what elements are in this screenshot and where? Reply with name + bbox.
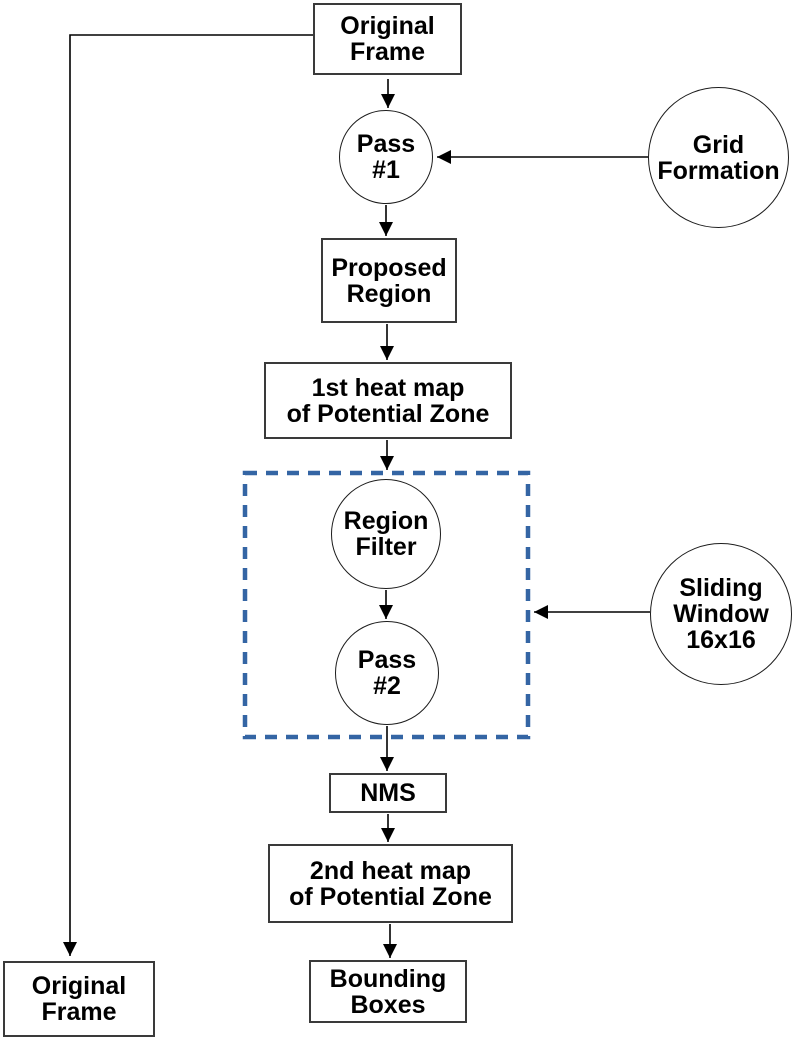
arrow-original-frame-bypass [63, 34, 315, 956]
node-heatmap-2: 2nd heat map of Potential Zone [268, 844, 513, 923]
node-original-frame-bottom-label: Original Frame [31, 972, 127, 1026]
node-pass-2-label: Pass #2 [357, 646, 417, 700]
node-heatmap-2-label: 2nd heat map of Potential Zone [289, 856, 492, 911]
node-proposed-region: Proposed Region [321, 238, 457, 323]
node-nms: NMS [329, 773, 447, 813]
node-heatmap-1-label: 1st heat map of Potential Zone [286, 373, 490, 428]
node-sliding-window-label: Sliding Window 16x16 [673, 574, 769, 654]
node-pass-1: Pass #1 [339, 110, 433, 204]
node-heatmap-1: 1st heat map of Potential Zone [264, 362, 512, 439]
node-grid-formation-label: Grid Formation [657, 130, 780, 185]
node-original-frame-top: Original Frame [313, 3, 462, 75]
node-region-filter: Region Filter [331, 479, 441, 589]
node-bounding-boxes: Bounding Boxes [309, 960, 467, 1023]
node-original-frame-top-label: Original Frame [340, 12, 435, 66]
node-pass-1-label: Pass #1 [356, 130, 416, 184]
node-region-filter-label: Region Filter [343, 507, 429, 561]
node-bounding-boxes-label: Bounding Boxes [329, 964, 447, 1019]
node-proposed-region-label: Proposed Region [331, 253, 447, 308]
node-nms-label: NMS [360, 779, 416, 807]
node-grid-formation: Grid Formation [648, 87, 789, 228]
node-pass-2: Pass #2 [335, 621, 439, 725]
node-original-frame-bottom: Original Frame [3, 961, 155, 1037]
node-sliding-window: Sliding Window 16x16 [650, 543, 792, 685]
